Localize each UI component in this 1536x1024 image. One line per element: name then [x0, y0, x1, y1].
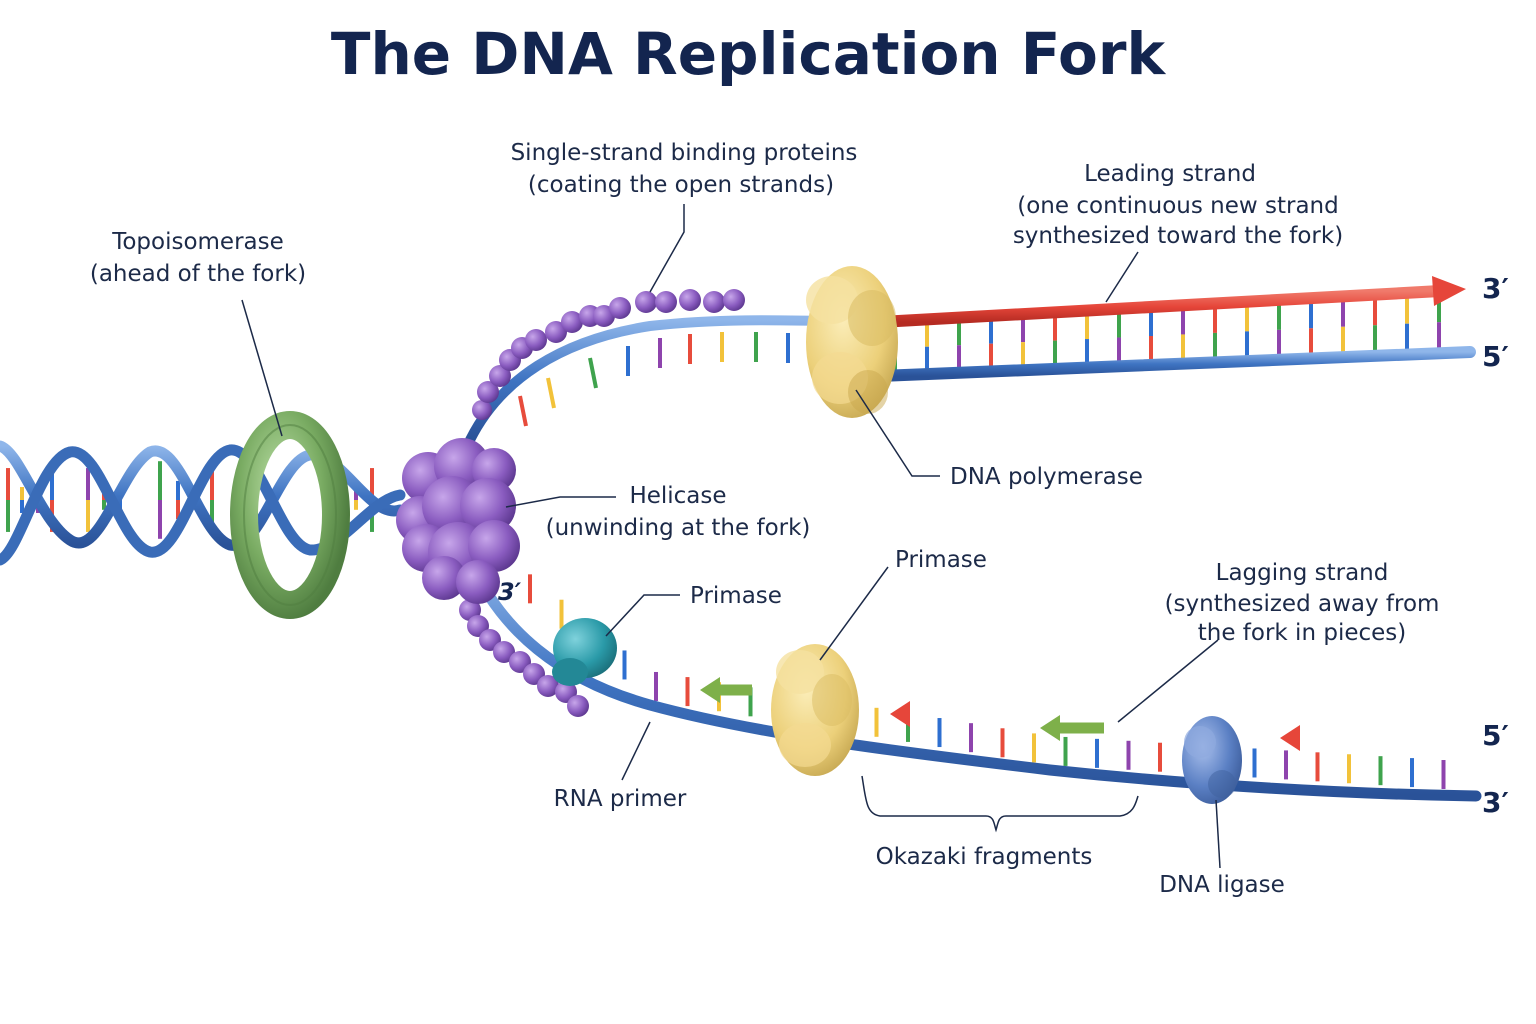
okazaki-arrow-head — [1280, 725, 1300, 751]
okazaki-arrow-head — [890, 701, 910, 727]
primase-left-blob — [552, 618, 617, 686]
leading-arrow-head — [1432, 276, 1466, 306]
okazaki-arrow-head — [700, 677, 720, 703]
helicase-complex — [396, 438, 520, 604]
single-strand-binding-proteins-upper — [472, 289, 745, 420]
ssb-protein-bead — [493, 641, 515, 663]
dna-ligase-blob — [1182, 716, 1242, 804]
single-strand-binding-proteins-lower — [459, 599, 589, 717]
leader-topoisomerase — [241, 299, 283, 437]
lagging-template-end-label: 3′ — [1482, 786, 1509, 819]
lagging-new-end-label: 5′ — [1482, 719, 1509, 752]
leader-helicase — [505, 496, 616, 508]
helicase-subunit — [468, 520, 520, 572]
leading-template-bases — [518, 332, 790, 427]
lagging-template-bases — [528, 574, 1446, 790]
ssb-protein-bead — [723, 289, 745, 311]
leading-template-backbone-right — [874, 346, 1476, 382]
leading-template-base — [588, 357, 598, 389]
okazaki-label: Okazaki fragments — [876, 844, 1093, 870]
helicase-sublabel: (unwinding at the fork) — [546, 515, 811, 541]
leading-strand-branch — [465, 276, 1476, 445]
helix-backbone-b — [0, 444, 406, 566]
leader-ssb — [649, 204, 685, 293]
helicase-subunit — [422, 556, 466, 600]
leader-primase-mid — [819, 566, 889, 661]
lagging-strand-sublabel-2: the fork in pieces) — [1198, 620, 1406, 646]
ssb-sublabel: (coating the open strands) — [528, 172, 834, 198]
primase-mid-label: Primase — [895, 547, 987, 573]
page-title: The DNA Replication Fork — [331, 20, 1167, 88]
leader-leading — [1105, 251, 1139, 303]
fork-lagging-end-label: 3′ — [498, 578, 522, 606]
ssb-protein-bead — [525, 329, 547, 351]
leading-strand-sublabel-1: (one continuous new strand — [1017, 193, 1338, 219]
leader-ligase — [1215, 799, 1221, 869]
dna-ligase-label: DNA ligase — [1159, 872, 1285, 898]
dna-polymerase-label: DNA polymerase — [950, 464, 1143, 490]
rna-primer-label: RNA primer — [554, 786, 687, 812]
ssb-protein-bead — [477, 381, 499, 403]
ssb-protein-bead — [655, 291, 677, 313]
helicase-label: Helicase — [629, 483, 726, 509]
leading-template-base — [518, 395, 528, 427]
okazaki-arrow-head — [1040, 715, 1060, 741]
ssb-label: Single-strand binding proteins — [511, 140, 858, 166]
ssb-protein-bead — [567, 695, 589, 717]
leading-new-end-label: 3′ — [1482, 272, 1509, 305]
ssb-protein-bead — [545, 321, 567, 343]
leader-lagging — [1117, 639, 1219, 723]
helicase-subunit — [456, 560, 500, 604]
ssb-protein-bead — [537, 675, 559, 697]
topoisomerase-label: Topoisomerase — [111, 229, 284, 255]
leading-template-end-label: 5′ — [1482, 340, 1509, 373]
leader-rna-primer — [621, 721, 651, 781]
leading-template-base — [546, 377, 556, 409]
dna-polymerase-leading — [806, 266, 898, 418]
leader-lines — [241, 204, 1221, 869]
ssb-protein-bead — [489, 365, 511, 387]
topoisomerase-sublabel: (ahead of the fork) — [90, 261, 306, 287]
leader-primase-left — [605, 594, 680, 637]
okazaki-bracket — [861, 775, 1139, 833]
ssb-protein-bead — [609, 297, 631, 319]
leading-template-backbone — [465, 315, 885, 445]
helicase-subunit — [460, 478, 516, 534]
strand-end-labels: 3′ 5′ 5′ 3′ 3′ — [498, 272, 1509, 819]
lagging-strand-label: Lagging strand — [1216, 560, 1389, 586]
topoisomerase-ring — [230, 411, 350, 619]
leader-polymerase — [855, 389, 940, 477]
leading-new-strand — [879, 285, 1441, 328]
leading-strand-label: Leading strand — [1084, 161, 1256, 187]
ssb-protein-bead — [679, 289, 701, 311]
ssb-protein-bead — [635, 291, 657, 313]
leading-strand-sublabel-2: synthesized toward the fork) — [1013, 223, 1343, 249]
labels: Topoisomerase (ahead of the fork) Single… — [90, 140, 1440, 898]
ssb-protein-bead — [703, 291, 725, 313]
lagging-strand-sublabel-1: (synthesized away from — [1165, 591, 1440, 617]
primase-left-label: Primase — [690, 583, 782, 609]
ssb-protein-bead — [561, 311, 583, 333]
ssb-protein-bead — [472, 400, 492, 420]
dna-polymerase-lagging — [771, 644, 859, 776]
